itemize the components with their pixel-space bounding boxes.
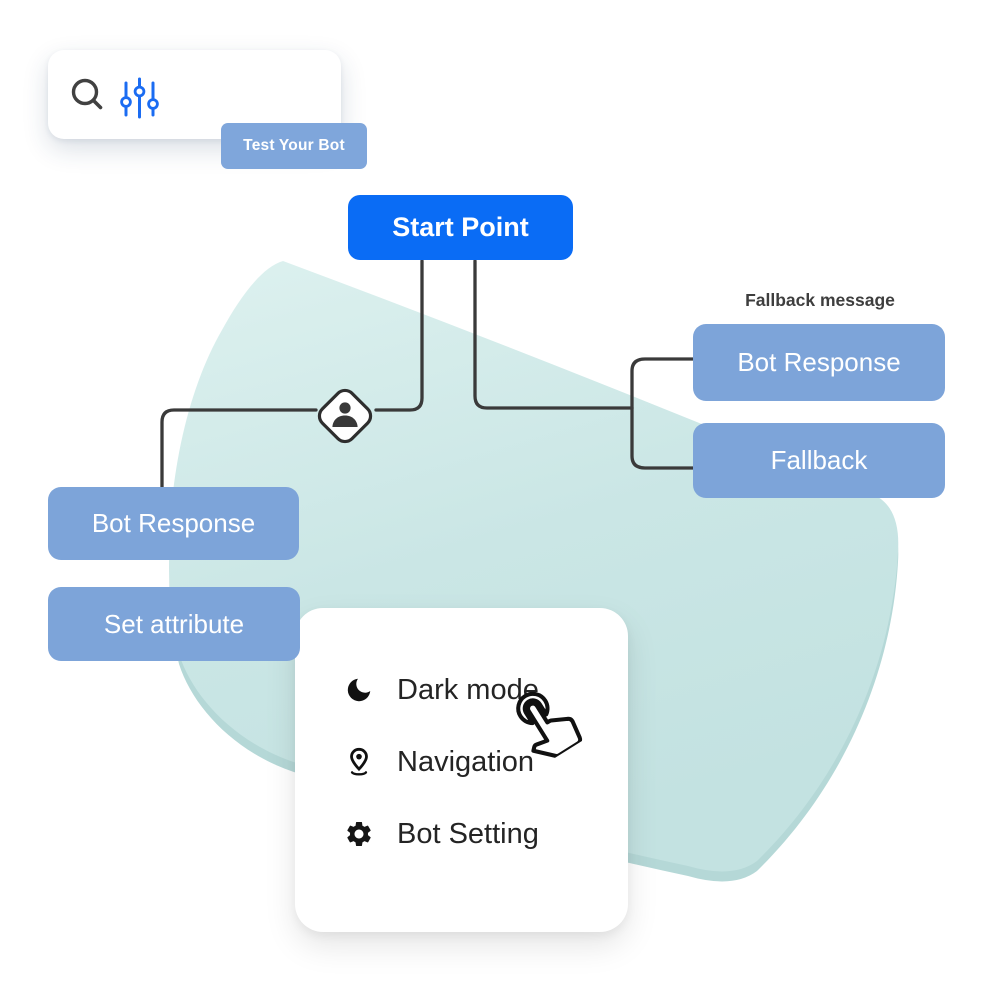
settings-menu-card: Dark mode Navigation Bot Setting: [295, 608, 628, 932]
start-point-node[interactable]: Start Point: [348, 195, 573, 260]
search-button[interactable]: [66, 74, 110, 118]
menu-item-label: Navigation: [397, 746, 535, 778]
location-pin-icon: [343, 746, 375, 778]
node-fallback[interactable]: Fallback: [693, 423, 945, 498]
filters-button[interactable]: [115, 70, 165, 122]
user-node-diamond[interactable]: [315, 386, 374, 445]
menu-item-navigation[interactable]: Navigation: [343, 746, 534, 778]
sliders-icon: [120, 77, 159, 119]
menu-item-dark-mode[interactable]: Dark mode: [343, 674, 539, 706]
test-your-bot-button[interactable]: Test Your Bot: [221, 123, 367, 169]
toolbar-card: Test Your Bot: [48, 50, 367, 169]
fallback-group-label: Fallback message: [745, 290, 895, 310]
person-icon: [332, 402, 358, 427]
connector-user-node-to-bot-response: [160, 408, 318, 489]
connector-start-to-user-node: [374, 259, 424, 412]
connector-start-to-fallback-group: [473, 259, 634, 410]
node-bot-response-right[interactable]: Bot Response: [693, 324, 945, 401]
search-icon: [71, 78, 103, 110]
menu-item-label: Dark mode: [397, 674, 539, 706]
hand-cursor-icon: [516, 691, 583, 758]
connector-fallback-bracket: [630, 357, 695, 470]
node-bot-response-left[interactable]: Bot Response: [48, 487, 299, 560]
node-set-attribute[interactable]: Set attribute: [48, 587, 300, 661]
menu-item-bot-setting[interactable]: Bot Setting: [343, 818, 539, 850]
gear-icon: [343, 818, 375, 850]
menu-item-label: Bot Setting: [397, 818, 539, 850]
moon-icon: [343, 674, 375, 706]
